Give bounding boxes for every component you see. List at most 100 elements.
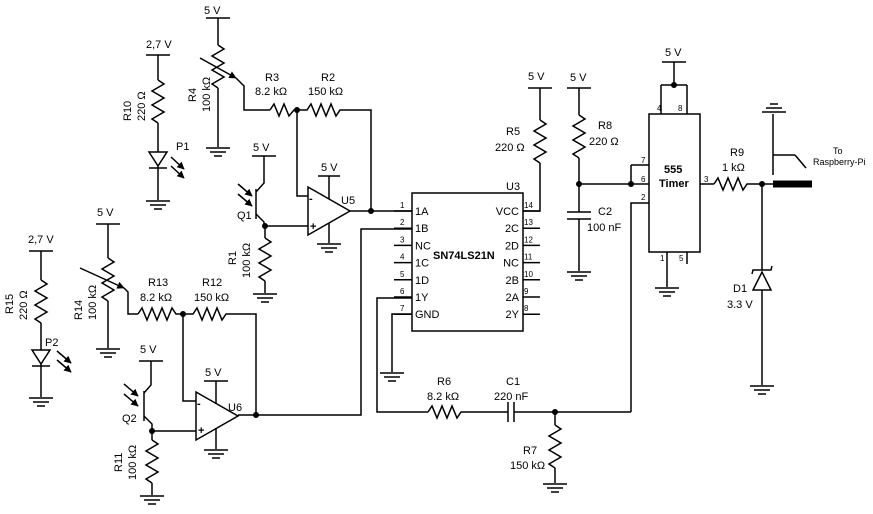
r4-name: R4 <box>187 88 199 102</box>
u3-part-number: SN74LS21N <box>433 250 495 262</box>
u3-pin-number: 10 <box>524 270 533 279</box>
c2-value: 100 nF <box>587 222 622 234</box>
r9-value: 1 kΩ <box>722 162 745 174</box>
ground-symbol <box>206 147 230 157</box>
r5-vcc-branch: 5 V R5 220 Ω <box>495 71 552 212</box>
u3-pin-number: 6 <box>400 287 405 296</box>
q1-name: Q1 <box>237 210 252 222</box>
u3-pin-label: NC <box>503 258 519 270</box>
u6-plus-label: + <box>198 425 204 437</box>
supply-label: 5 V <box>570 72 587 84</box>
p1-name: P1 <box>176 141 189 153</box>
u3-pin-number: 1 <box>400 201 405 210</box>
timer-pin-3: 3 <box>704 175 709 184</box>
supply-label: 2,7 V <box>146 39 172 51</box>
r11-name: R11 <box>113 453 125 472</box>
u3-pin-label: 2A <box>506 292 520 304</box>
u3-pin-label: 1D <box>415 275 429 287</box>
supply-label: 2,7 V <box>28 234 54 246</box>
output-label-line1: To <box>833 146 843 156</box>
ground-symbol <box>750 385 774 395</box>
r4-value: 100 kΩ <box>201 77 213 112</box>
supply-label: 5 V <box>140 344 157 356</box>
r8-value: 220 Ω <box>589 136 619 148</box>
u3-pin-label: 1A <box>415 206 429 218</box>
r5-value: 220 Ω <box>495 142 525 154</box>
u3-pin-number: 11 <box>524 253 533 262</box>
u6-comparator-stage: 5 V R14 100 kΩ R13 8.2 kΩ R12 150 kΩ - +… <box>73 207 412 459</box>
u3-pin-label: 2B <box>506 275 519 287</box>
timer-555: 5 V 555 Timer 4 8 7 6 2 3 1 5 <box>641 47 709 297</box>
r6-name: R6 <box>437 376 451 388</box>
u5-name: U5 <box>341 195 355 207</box>
r2-value: 150 kΩ <box>308 86 343 98</box>
p2-led-branch: 2,7 V R15 220 Ω P2 <box>4 234 72 407</box>
u3-pin-label: 1C <box>415 258 429 270</box>
output-label-line2: Raspberry-Pi <box>813 157 866 167</box>
u3-pin-number: 9 <box>524 287 529 296</box>
r10-name: R10 <box>122 101 134 121</box>
u3-pin-number: 13 <box>524 218 533 227</box>
ground-symbol <box>96 348 120 358</box>
d1-name: D1 <box>733 283 747 295</box>
r7-value: 150 kΩ <box>510 460 545 472</box>
r8-c2-timing: 5 V R8 220 Ω C2 100 nF <box>567 72 649 281</box>
r15-name: R15 <box>4 294 16 314</box>
d1-value: 3.3 V <box>727 299 753 311</box>
r14-value: 100 kΩ <box>87 285 99 320</box>
u3-pin-number: 14 <box>524 201 533 210</box>
r3-value: 8.2 kΩ <box>255 86 287 98</box>
supply-label: 5 V <box>321 162 338 174</box>
c2-name: C2 <box>598 206 612 218</box>
q2-name: Q2 <box>122 413 137 425</box>
u3-ref: U3 <box>506 181 520 193</box>
u3-pin-number: 8 <box>524 304 529 313</box>
u3-pin-number: 2 <box>400 218 405 227</box>
timer-pin-7: 7 <box>641 156 646 165</box>
ground-symbol <box>146 200 170 210</box>
u3-pin-label: 2D <box>505 240 519 252</box>
r2-name: R2 <box>321 72 335 84</box>
r15-value: 220 Ω <box>18 290 30 320</box>
ground-symbol <box>204 449 228 459</box>
timer-pin-8: 8 <box>678 104 683 113</box>
u3-pin-label: NC <box>415 240 431 252</box>
r1-name: R1 <box>227 251 239 265</box>
u5-plus-label: + <box>310 221 316 233</box>
r5-name: R5 <box>506 126 520 138</box>
q2-phototransistor-stage: 5 V Q2 R11 100 kΩ <box>113 344 196 505</box>
u5-minus-label: - <box>309 193 313 205</box>
u6-name: U6 <box>228 402 242 414</box>
timer-pin-1: 1 <box>660 254 665 263</box>
timer-pin-5: 5 <box>679 254 684 263</box>
u3-pin-number: 3 <box>400 235 405 244</box>
p1-led-branch: 2,7 V R10 220 Ω P1 <box>122 39 189 210</box>
r14-name: R14 <box>73 300 85 320</box>
u3-pin-number: 7 <box>400 304 405 313</box>
r3-name: R3 <box>265 72 279 84</box>
c1-name: C1 <box>506 376 520 388</box>
supply-label: 5 V <box>528 71 545 83</box>
r12-name: R12 <box>202 277 222 289</box>
pulse-coupling-network: R6 8.2 kΩ C1 220 nF R7 150 kΩ <box>427 202 649 493</box>
r1-value: 100 kΩ <box>241 243 253 278</box>
r11-value: 100 kΩ <box>127 445 139 480</box>
u3-pin-label: 1B <box>415 223 428 235</box>
r8-name: R8 <box>598 120 612 132</box>
r10-value: 220 Ω <box>136 91 148 121</box>
ground-symbol <box>543 483 567 493</box>
ground-symbol <box>29 397 53 407</box>
ground-symbol <box>567 271 591 281</box>
output-stage: R9 1 kΩ To Raspberry-Pi D1 3.3 V <box>700 103 866 395</box>
u3-pin-number: 4 <box>400 253 405 262</box>
q1-phototransistor-stage: 5 V Q1 R1 100 kΩ <box>227 142 308 303</box>
ground-symbol <box>380 372 404 382</box>
ground-symbol <box>140 495 164 505</box>
u3-pin-label: VCC <box>496 206 519 218</box>
supply-label: 5 V <box>253 142 270 154</box>
supply-label: 5 V <box>204 5 221 17</box>
ground-symbol <box>317 243 341 253</box>
r6-value: 8.2 kΩ <box>427 391 459 403</box>
p2-name: P2 <box>45 337 58 349</box>
